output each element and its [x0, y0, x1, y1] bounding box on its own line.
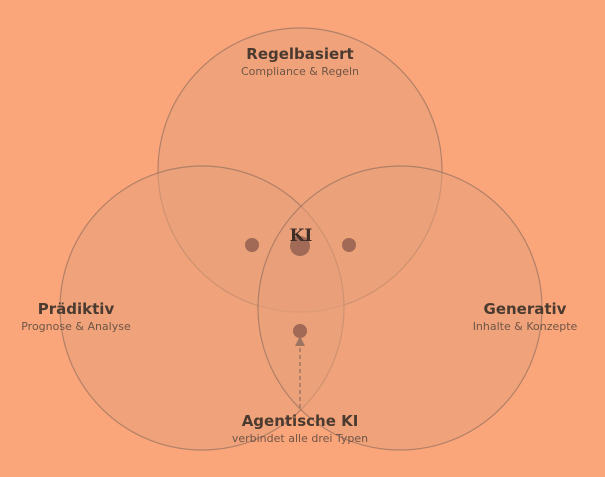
- set-title: Prädiktiv: [37, 300, 115, 318]
- set-label-agentische-ki: Agentische KI verbindet alle drei Typen: [200, 411, 400, 447]
- set-title: Generativ: [483, 300, 567, 318]
- set-title: Regelbasiert: [246, 45, 354, 63]
- center-label: KI: [289, 226, 313, 246]
- set-subtitle: verbindet alle drei Typen: [231, 432, 369, 445]
- set-label-regelbasiert: Regelbasiert Compliance & Regeln: [200, 44, 400, 80]
- set-label-generativ: Generativ Inhalte & Konzepte: [455, 299, 595, 335]
- dot-left: [245, 238, 259, 252]
- set-subtitle: Compliance & Regeln: [240, 65, 359, 78]
- circles: [59, 27, 543, 451]
- arrow-head-icon: [295, 336, 305, 346]
- dot-center: [290, 236, 310, 256]
- circle-generativ: [257, 165, 543, 451]
- set-subtitle: Prognose & Analyse: [21, 320, 131, 333]
- set-label-praediktiv: Prädiktiv Prognose & Analyse: [0, 299, 152, 335]
- dot-right: [342, 238, 356, 252]
- set-subtitle: Inhalte & Konzepte: [472, 320, 578, 333]
- dot-bottom: [293, 324, 307, 338]
- set-title: Agentische KI: [241, 412, 359, 430]
